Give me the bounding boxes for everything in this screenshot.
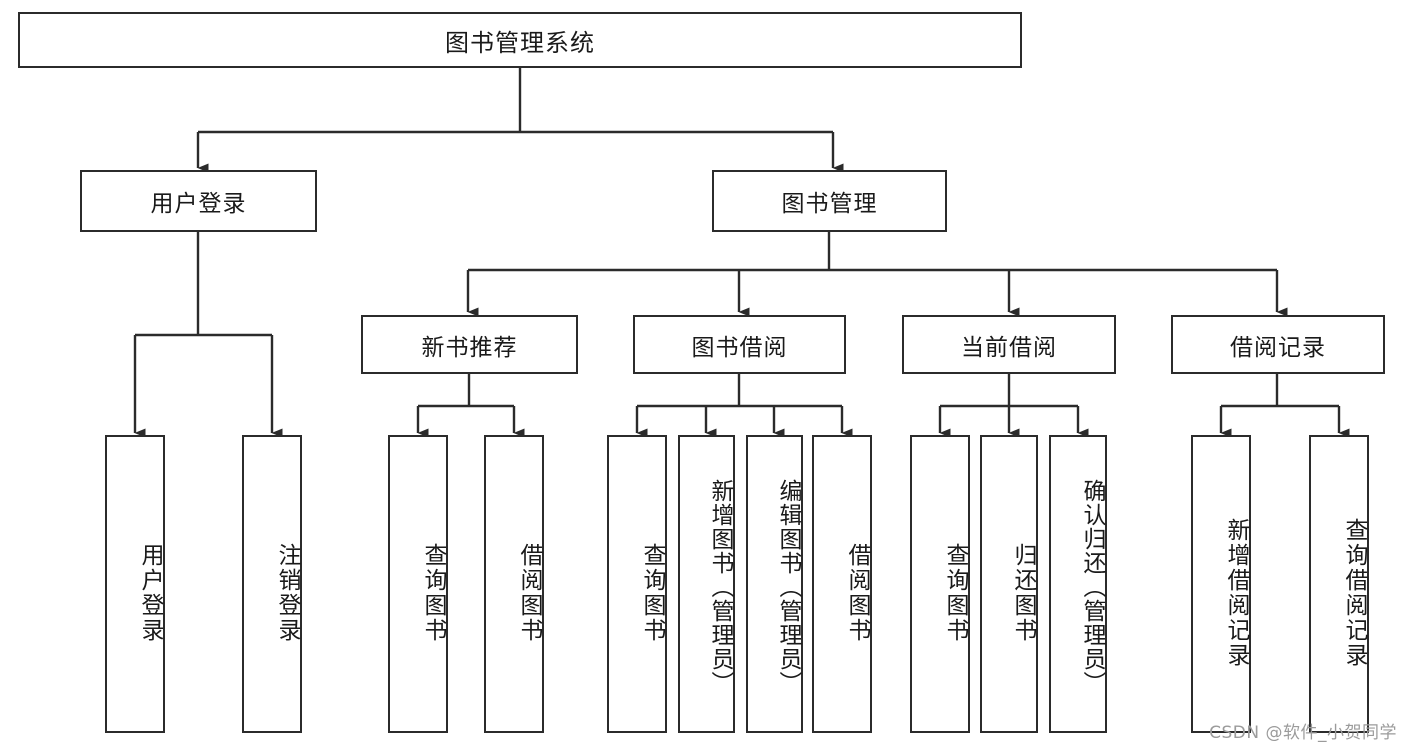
node-current-borrow[interactable]: 当前借阅 [902,315,1116,374]
node-label: 新增借阅记录 [1223,518,1249,668]
node-new-book-recommend[interactable]: 新书推荐 [361,315,578,374]
node-label: 查询借阅记录 [1341,518,1367,668]
node-label: 归还图书 [1010,543,1036,643]
leaf-current-return-book[interactable]: 归还图书 [980,435,1038,733]
node-label: 当前借阅 [961,334,1057,361]
leaf-borrow-query-book[interactable]: 查询图书 [607,435,667,733]
node-label: 图书管理 [781,191,878,217]
node-label: 新增图书（管理员） [707,479,733,695]
node-label: 查询图书 [942,543,968,643]
node-user-login[interactable]: 用户登录 [80,170,317,232]
node-label: 借阅图书 [516,543,542,643]
leaf-recommend-query-book[interactable]: 查询图书 [388,435,448,733]
node-root-system[interactable]: 图书管理系统 [18,12,1022,68]
node-label: 新书推荐 [421,334,518,361]
node-label: 编辑图书（管理员） [775,479,801,695]
leaf-user-login-signout[interactable]: 注销登录 [242,435,302,733]
node-label: 注销登录 [274,543,300,643]
node-label: 借阅记录 [1230,334,1326,361]
node-book-borrow[interactable]: 图书借阅 [633,315,846,374]
leaf-record-query-record[interactable]: 查询借阅记录 [1309,435,1369,733]
node-label: 用户登录 [150,191,247,217]
leaf-current-confirm-return-admin[interactable]: 确认归还（管理员） [1049,435,1107,733]
node-label: 借阅图书 [844,543,870,643]
node-label: 用户登录 [137,543,163,643]
leaf-current-query-book[interactable]: 查询图书 [910,435,970,733]
node-borrow-record[interactable]: 借阅记录 [1171,315,1385,374]
node-book-management[interactable]: 图书管理 [712,170,947,232]
leaf-borrow-borrow-book[interactable]: 借阅图书 [812,435,872,733]
node-label: 确认归还（管理员） [1079,479,1105,695]
leaf-borrow-add-book-admin[interactable]: 新增图书（管理员） [678,435,735,733]
leaf-user-login-signin[interactable]: 用户登录 [105,435,165,733]
node-label: 查询图书 [639,543,665,643]
node-label: 查询图书 [420,543,446,643]
node-label: 图书借阅 [691,334,788,361]
leaf-recommend-borrow-book[interactable]: 借阅图书 [484,435,544,733]
leaf-borrow-edit-book-admin[interactable]: 编辑图书（管理员） [746,435,803,733]
csdn-watermark: CSDN @软件_小贺同学 [1209,723,1397,743]
node-label: 图书管理系统 [445,28,595,57]
leaf-record-add-record[interactable]: 新增借阅记录 [1191,435,1251,733]
